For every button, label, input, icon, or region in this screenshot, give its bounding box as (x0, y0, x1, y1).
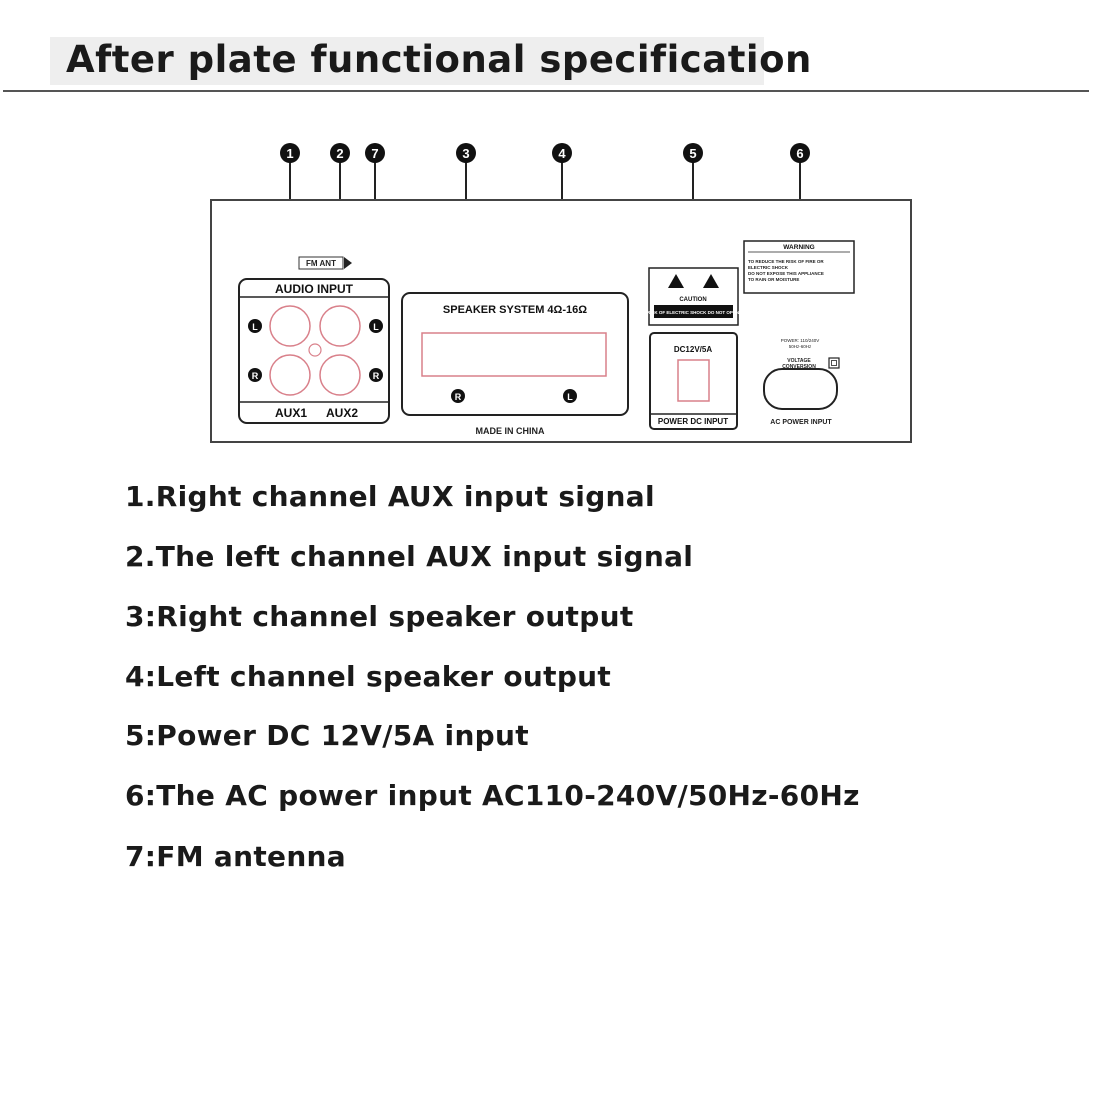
speaker-r-marker (451, 389, 465, 403)
fm-ant-label: FM ANT (306, 259, 336, 268)
fm-antenna-terminal: FM ANT (298, 256, 352, 270)
spec-item-4: 4:Left channel speaker output (125, 660, 612, 693)
svg-text:L: L (567, 392, 573, 402)
speaker-system-section: SPEAKER SYSTEM 4Ω-16Ω R L (401, 292, 629, 416)
title-divider (3, 90, 1089, 92)
svg-text:CAUTION: CAUTION (679, 297, 706, 303)
callout-2: 2 (330, 143, 350, 163)
voltage-switch-icon (828, 357, 840, 369)
svg-text:6: 6 (796, 146, 803, 161)
callout-7: 7 (365, 143, 385, 163)
spec-item-5: 5:Power DC 12V/5A input (125, 719, 529, 752)
ac-power-input: POWER: 110/240V 50Hz-60Hz VOLTAGE CONVER… (763, 338, 840, 426)
spec-item-2: 2.The left channel AUX input signal (125, 540, 694, 573)
jack-r-marker-left (248, 368, 262, 382)
caution-label: CAUTION RISK OF ELECTRIC SHOCK DO NOT OP… (647, 267, 739, 326)
svg-text:CONVERSION: CONVERSION (782, 364, 816, 370)
svg-text:ELECTRIC SHOCK: ELECTRIC SHOCK (748, 265, 789, 270)
center-screw-icon (308, 343, 322, 357)
aux1-left-jack-icon (269, 354, 311, 396)
svg-text:1: 1 (286, 146, 293, 161)
spec-item-3: 3:Right channel speaker output (125, 600, 634, 633)
speaker-system-label: SPEAKER SYSTEM 4Ω-16Ω (443, 304, 587, 316)
callout-6: 6 (790, 143, 810, 163)
svg-text:TO RAIN OR MOISTURE: TO RAIN OR MOISTURE (748, 277, 799, 282)
audio-input-section: AUDIO INPUT L L R R AUX1 AUX2 (238, 278, 390, 424)
page-title: After plate functional specification (66, 38, 812, 81)
svg-text:DO NOT EXPOSE THIS APPLIANCE: DO NOT EXPOSE THIS APPLIANCE (748, 271, 824, 276)
dc-rating-label: DC12V/5A (674, 345, 712, 354)
jack-l-marker-right (369, 319, 383, 333)
spec-item-1: 1.Right channel AUX input signal (125, 480, 655, 513)
speaker-l-marker (563, 389, 577, 403)
svg-text:R: R (252, 371, 259, 381)
aux2-right-jack-icon (319, 305, 361, 347)
callout-1: 1 (280, 143, 300, 163)
svg-text:5: 5 (689, 146, 696, 161)
ac-socket-icon (763, 368, 838, 410)
made-in-label: MADE IN CHINA (476, 426, 545, 436)
svg-text:POWER: 110/240V: POWER: 110/240V (781, 338, 819, 343)
svg-text:L: L (373, 322, 379, 332)
dc-power-input: DC12V/5A POWER DC INPUT (649, 332, 738, 430)
aux1-label: AUX1 (275, 406, 307, 420)
warning-label: WARNING TO REDUCE THE RISK OF FIRE OR EL… (743, 240, 855, 294)
spec-item-7: 7:FM antenna (125, 840, 346, 873)
svg-text:50Hz-60Hz: 50Hz-60Hz (789, 344, 812, 349)
callout-3: 3 (456, 143, 476, 163)
aux2-label: AUX2 (326, 406, 358, 420)
callout-5: 5 (683, 143, 703, 163)
svg-text:R: R (455, 392, 462, 402)
svg-text:3: 3 (462, 146, 469, 161)
jack-l-marker-left (248, 319, 262, 333)
dc-jack-icon (677, 359, 710, 402)
aux1-right-jack-icon (269, 305, 311, 347)
audio-input-label: AUDIO INPUT (275, 282, 354, 296)
power-dc-label: POWER DC INPUT (658, 417, 728, 426)
warning-triangle-icon (668, 274, 684, 288)
svg-text:TO REDUCE THE RISK OF FIRE OR: TO REDUCE THE RISK OF FIRE OR (748, 259, 824, 264)
speaker-terminal-strip (421, 332, 607, 377)
warning-triangle-icon-2 (703, 274, 719, 288)
callout-4: 4 (552, 143, 572, 163)
ac-power-label: AC POWER INPUT (770, 419, 832, 426)
rear-panel-diagram: 1 2 7 3 4 5 6 FM ANT AUDIO INPUT (210, 143, 912, 443)
svg-text:WARNING: WARNING (783, 244, 814, 251)
svg-text:2: 2 (336, 146, 343, 161)
svg-text:4: 4 (558, 146, 566, 161)
svg-text:VOLTAGE: VOLTAGE (787, 358, 811, 364)
title-background (50, 37, 764, 85)
svg-text:RISK OF ELECTRIC SHOCK DO NOT: RISK OF ELECTRIC SHOCK DO NOT OPEN (647, 310, 739, 315)
svg-text:L: L (252, 322, 258, 332)
svg-text:R: R (373, 371, 380, 381)
svg-text:7: 7 (371, 146, 378, 161)
jack-r-marker-right (369, 368, 383, 382)
aux2-left-jack-icon (319, 354, 361, 396)
spec-item-6: 6:The AC power input AC110-240V/50Hz-60H… (125, 779, 860, 812)
fm-ant-arrow-icon (344, 257, 352, 269)
